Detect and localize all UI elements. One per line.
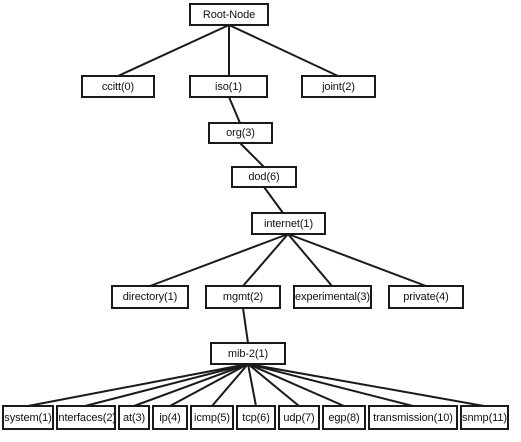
edge-mib2-system: [27, 363, 249, 407]
node-internet: internet(1): [251, 212, 326, 235]
edge-mib2-ip: [169, 363, 249, 407]
edge-internet-experimental: [287, 233, 333, 287]
edge-mib2-at: [133, 363, 249, 407]
edge-root-joint: [228, 24, 339, 77]
edge-mgmt-mib2: [242, 307, 249, 344]
node-mgmt: mgmt(2): [205, 285, 281, 309]
edge-mib2-transmission: [247, 363, 414, 407]
node-directory: directory(1): [111, 285, 189, 309]
node-private: private(4): [388, 285, 464, 309]
edge-dod-internet: [263, 186, 284, 214]
node-transmission: transmission(10): [368, 405, 458, 430]
edge-internet-private: [287, 233, 427, 287]
node-org: org(3): [208, 122, 273, 144]
node-tcp: tcp(6): [236, 405, 276, 430]
edge-mib2-tcp: [247, 363, 257, 407]
node-experimental: experimental(3): [293, 285, 372, 309]
node-udp: udp(7): [278, 405, 320, 430]
node-mib2: mib-2(1): [210, 342, 286, 365]
edge-mib2-egp: [247, 363, 345, 407]
edge-mib2-snmp: [247, 363, 485, 407]
node-system: system(1): [2, 405, 54, 430]
edge-mib2-udp: [247, 363, 300, 407]
edge-iso-org: [228, 96, 241, 124]
edge-internet-directory: [149, 233, 289, 287]
node-at: at(3): [118, 405, 150, 430]
node-icmp: icmp(5): [190, 405, 234, 430]
edge-mib2-interfaces: [84, 363, 249, 407]
node-snmp: snmp(11): [460, 405, 509, 430]
node-interfaces: interfaces(2): [56, 405, 116, 430]
node-egp: egp(8): [322, 405, 366, 430]
edge-mib2-icmp: [211, 363, 249, 407]
edge-org-dod: [239, 142, 265, 168]
node-joint: joint(2): [301, 75, 376, 98]
node-ccitt: ccitt(0): [81, 75, 155, 98]
node-ip: ip(4): [152, 405, 188, 430]
node-dod: dod(6): [231, 166, 297, 188]
edge-root-ccitt: [117, 24, 230, 77]
edge-internet-mgmt: [242, 233, 289, 287]
node-root: Root-Node: [189, 3, 269, 26]
node-iso: iso(1): [189, 75, 268, 98]
